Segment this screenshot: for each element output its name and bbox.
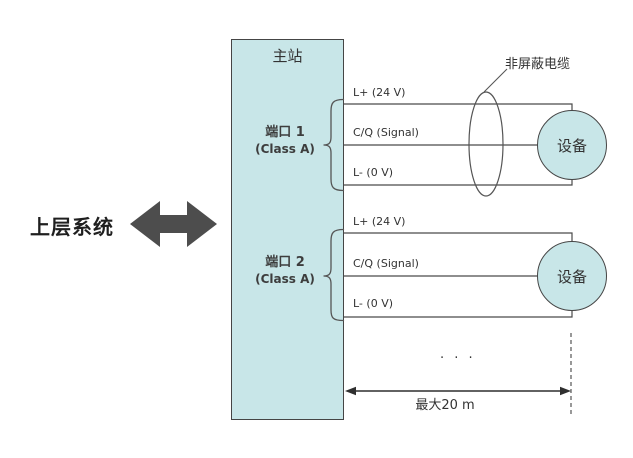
port1-brace — [323, 98, 345, 192]
port2-wire-label-lplus: L+ (24 V) — [353, 215, 406, 228]
port1-name: 端口 1 — [265, 125, 305, 140]
max-distance-label: 最大20 m — [415, 398, 475, 413]
master-station-box — [231, 39, 344, 420]
port1-wire-lminus — [344, 180, 573, 186]
port2-wire-lplus — [344, 232, 573, 241]
port2-name: 端口 2 — [265, 255, 305, 270]
host-system-label: 上层系统 — [30, 215, 114, 239]
port2-label: 端口 2 (Class A) — [248, 255, 322, 287]
port1-label: 端口 1 (Class A) — [248, 125, 322, 157]
cable-bundle-ellipse — [468, 91, 504, 197]
dimension-arrowhead-right-icon — [560, 386, 571, 396]
port2-wire-lminus — [344, 311, 573, 318]
more-devices-ellipsis: . . . — [440, 347, 476, 362]
master-station-title: 主站 — [272, 47, 303, 65]
device2-circle: 设备 — [537, 241, 607, 311]
port2-wire-label-cq: C/Q (Signal) — [353, 257, 419, 270]
port2-class: (Class A) — [255, 272, 315, 286]
port1-wire-lplus — [344, 103, 573, 110]
host-master-double-arrow-icon — [130, 201, 217, 247]
unshielded-cable-label: 非屏蔽电缆 — [505, 57, 571, 72]
device1-circle: 设备 — [537, 110, 607, 180]
port2-wire-label-lminus: L- (0 V) — [353, 297, 394, 310]
device1-label: 设备 — [556, 136, 587, 155]
port2-brace — [323, 228, 345, 322]
port1-wire-label-cq: C/Q (Signal) — [353, 126, 419, 139]
dimension-arrowhead-left-icon — [345, 386, 356, 396]
cable-leader-line — [483, 68, 508, 93]
port1-wire-label-lplus: L+ (24 V) — [353, 86, 406, 99]
device2-label: 设备 — [556, 267, 587, 286]
port1-wire-label-lminus: L- (0 V) — [353, 166, 394, 179]
port1-class: (Class A) — [255, 142, 315, 156]
